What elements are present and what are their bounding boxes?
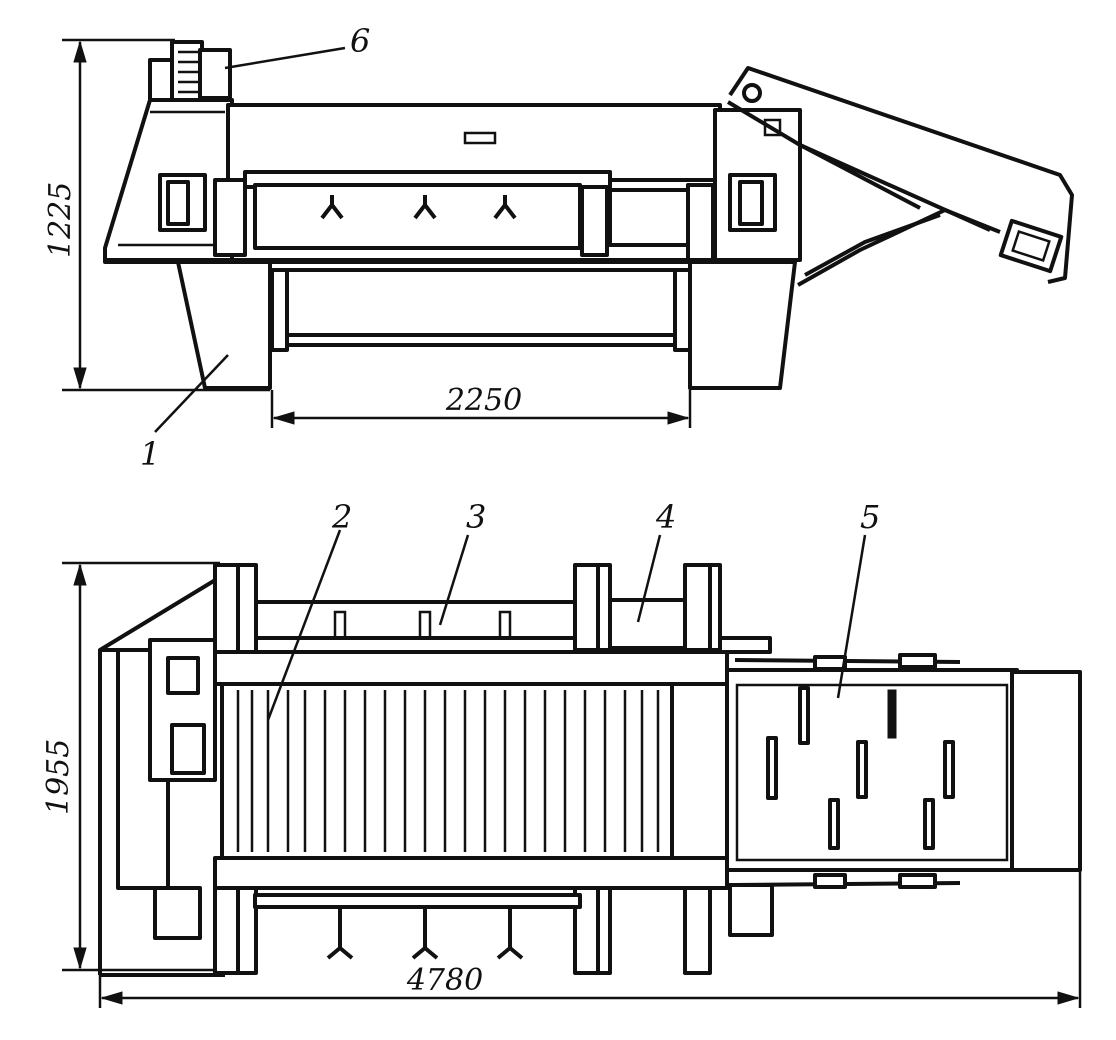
callout-label-2: 2: [331, 498, 352, 536]
callout-label-5: 5: [860, 498, 880, 536]
plan-posts-bottom: [153, 883, 774, 975]
callout-6: 6: [224, 22, 370, 70]
length-dimension-2250: 2250: [270, 383, 692, 428]
side-rollers: [158, 173, 777, 262]
height-dimension-1225: 1225: [43, 38, 270, 392]
width-dimension-1955: 1955: [41, 561, 220, 972]
base-outline: [98, 563, 242, 977]
length-label-4780: 4780: [406, 963, 483, 998]
callout-2: 2: [266, 498, 352, 721]
length-label-2250: 2250: [445, 383, 522, 418]
conveyor-belt: [213, 650, 729, 890]
drive-motor: [148, 40, 232, 104]
width-label-1955: 1955: [41, 739, 76, 815]
lifting-arm: [726, 66, 1074, 287]
callout-label-3: 3: [466, 498, 486, 536]
callout-1: 1: [140, 354, 229, 473]
callout-3: 3: [438, 498, 486, 626]
callout-label-1: 1: [140, 435, 160, 473]
side-view: 1225: [43, 22, 1074, 473]
callout-label-4: 4: [655, 498, 676, 536]
callout-5: 5: [836, 498, 880, 699]
plan-view: 1955: [41, 498, 1082, 1008]
callout-4: 4: [636, 498, 676, 623]
lower-tank: [176, 260, 797, 390]
length-dimension-4780: 4780: [98, 870, 1082, 1008]
height-label-1225: 1225: [43, 182, 78, 258]
spray-box: [243, 170, 690, 250]
callout-label-6: 6: [350, 22, 370, 60]
discharge-table: [725, 653, 1082, 889]
